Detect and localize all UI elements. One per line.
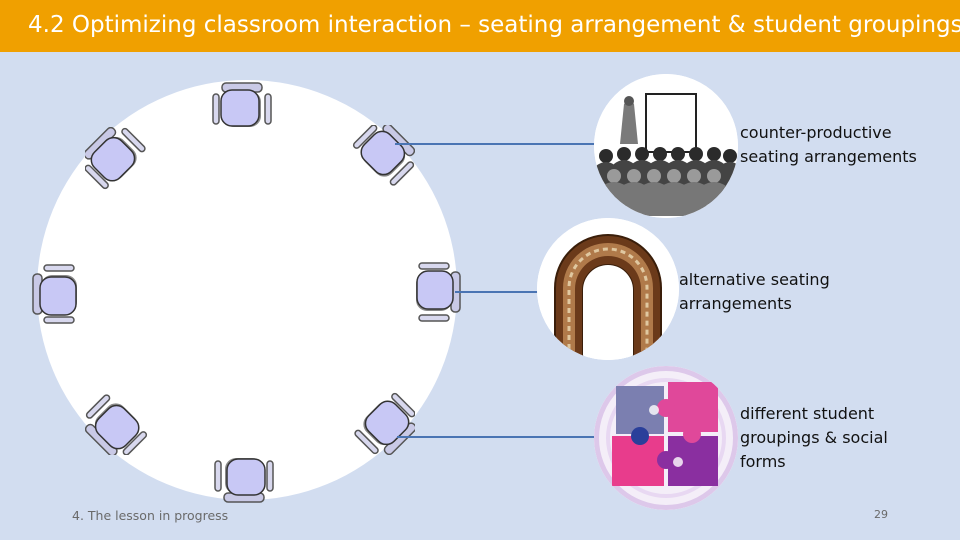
slide-title: 4.2 Optimizing classroom interaction – s… [28,12,960,38]
horseshoe-seating-icon [537,218,679,360]
footer-text: 4. The lesson in progress [72,508,229,523]
chair-icon [352,125,415,186]
connector-line [397,436,602,438]
item-label-line: forms [740,452,786,471]
chair-icon [85,127,146,190]
title-bar: 4.2 Optimizing classroom interaction – s… [0,0,960,52]
chair-icon [354,392,415,455]
page-number: 29 [874,508,888,521]
lecture-audience-icon [594,74,738,218]
chair-icon [32,264,77,324]
chair-icon [416,262,461,322]
connector-line [395,143,600,145]
chair-icon [85,394,148,455]
chair-icon [214,458,274,503]
item-label-line: counter-productive [740,123,892,142]
item-label: counter-productive seating arrangements [740,121,917,169]
item-label: different student groupings & social for… [740,402,888,474]
chair-icon [212,82,272,127]
item-label: alternative seating arrangements [679,268,830,316]
connector-line [455,291,550,293]
item-label-line: arrangements [679,294,792,313]
item-label-line: different student [740,404,875,423]
puzzle-pieces-icon [594,366,738,510]
item-label-line: seating arrangements [740,147,917,166]
item-label-line: alternative seating [679,270,830,289]
item-label-line: groupings & social [740,428,888,447]
